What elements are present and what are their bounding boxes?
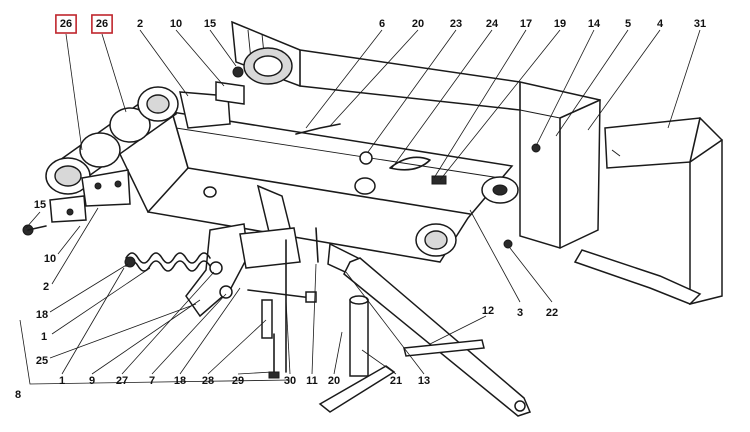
callout-18-left: 18	[36, 309, 48, 321]
callout-31: 31	[694, 18, 706, 30]
housing-box	[231, 20, 601, 249]
callout-29: 29	[232, 375, 244, 387]
callout-24: 24	[486, 18, 499, 30]
callout-5: 5	[625, 18, 631, 30]
callout-6: 6	[379, 18, 385, 30]
callout-27: 27	[116, 375, 128, 387]
callout-21: 21	[390, 375, 402, 387]
callout-30: 30	[284, 375, 296, 387]
callout-1-left: 1	[41, 331, 47, 343]
highlight-box-c26b	[91, 14, 113, 34]
spring-assembly	[124, 252, 211, 272]
parking-stand	[318, 295, 396, 413]
callout-4: 4	[657, 18, 664, 30]
callout-25: 25	[36, 355, 48, 367]
roller-assembly	[45, 81, 245, 223]
callout-26a: 26	[60, 18, 72, 30]
callout-1-bottom: 1	[59, 375, 65, 387]
callout-18-bottom: 18	[174, 375, 186, 387]
callout-17: 17	[520, 18, 532, 30]
callout-10-top: 10	[170, 18, 182, 30]
callout-26b: 26	[96, 18, 108, 30]
callout-15-top: 15	[204, 18, 216, 30]
callout-13: 13	[418, 375, 430, 387]
hardware	[22, 66, 541, 249]
callout-22: 22	[546, 307, 558, 319]
callout-10-left: 10	[44, 253, 56, 265]
callout-9: 9	[89, 375, 95, 387]
highlight-box-c26a	[55, 14, 77, 34]
highlight-boxes	[55, 14, 113, 34]
side-cover	[573, 117, 723, 305]
main-frame-beam	[117, 111, 519, 263]
callout-19: 19	[554, 18, 566, 30]
callout-14: 14	[588, 18, 601, 30]
callout-23: 23	[450, 18, 462, 30]
callout-labels: 26 26 2 10 15 6 20 23 24 17 19 14 5 4 31…	[15, 18, 706, 401]
callout-3: 3	[517, 307, 523, 319]
callout-2-left: 2	[43, 281, 49, 293]
callout-20-bottom: 20	[328, 375, 340, 387]
callout-15-left: 15	[34, 199, 46, 211]
leader-lines	[19, 29, 701, 385]
callout-28: 28	[202, 375, 214, 387]
callout-7: 7	[149, 375, 155, 387]
hitch-linkage	[185, 184, 359, 379]
callout-12: 12	[482, 305, 494, 317]
drawbar	[343, 257, 532, 417]
callout-2-top: 2	[137, 18, 143, 30]
callout-11: 11	[306, 375, 318, 387]
callout-20-top: 20	[412, 18, 424, 30]
callout-8: 8	[15, 389, 21, 401]
